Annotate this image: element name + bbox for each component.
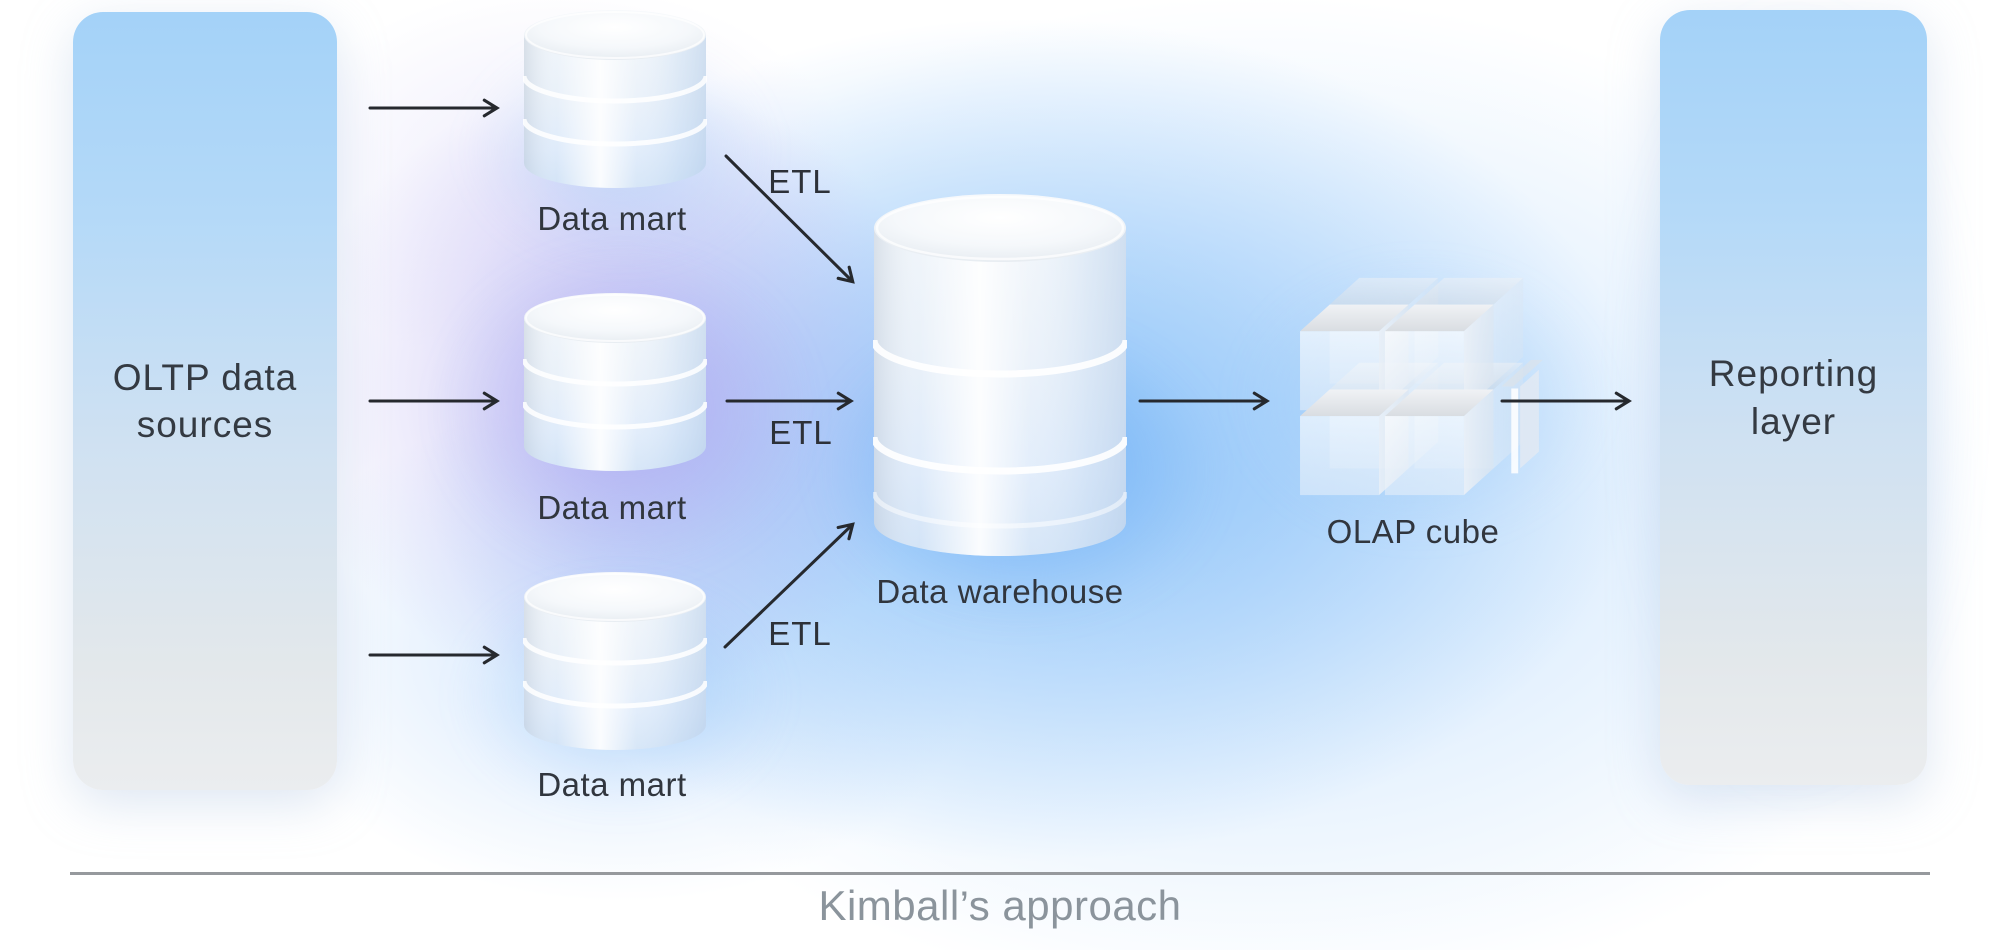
data-mart-2-label: Data mart <box>537 489 687 526</box>
database-cylinder-icon <box>523 570 707 752</box>
oltp-sources-label: OLTP data sources <box>112 356 298 445</box>
olap-cube-label: OLAP cube <box>1326 513 1500 550</box>
divider-line <box>70 872 1930 875</box>
cube-grid-icon <box>1290 272 1545 501</box>
data-mart-3-label: Data mart <box>537 766 687 803</box>
reporting-layer-box: Reporting layer <box>1660 10 1927 785</box>
database-cylinder-icon <box>523 291 707 473</box>
reporting-layer-label: Reporting layer <box>1708 353 1879 442</box>
oltp-sources-box: OLTP data sources <box>73 12 337 790</box>
caption: Kimball’s approach <box>818 882 1182 929</box>
etl-label-2: ETL <box>769 414 833 451</box>
database-cylinder-icon <box>523 8 707 190</box>
etl-label-1: ETL <box>768 163 832 200</box>
etl-label-3: ETL <box>768 615 832 652</box>
data-mart-1-label: Data mart <box>537 200 687 237</box>
data-warehouse-label: Data warehouse <box>876 573 1124 610</box>
database-cylinder-icon <box>873 192 1127 560</box>
